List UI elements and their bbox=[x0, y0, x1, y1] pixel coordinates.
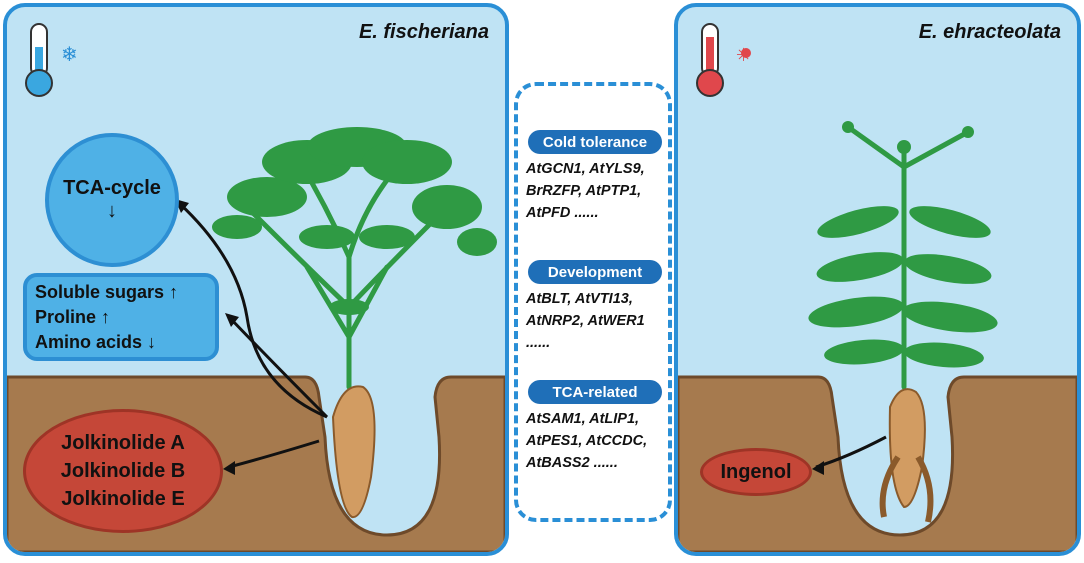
metabolite-row: Soluble sugars ↑ bbox=[35, 280, 178, 305]
metabolite-row: Amino acids ↓ bbox=[35, 330, 156, 355]
plant-canopy bbox=[212, 127, 497, 315]
gene-list-tca: AtSAM1, AtLIP1, AtPES1, AtCCDC, AtBASS2 … bbox=[526, 408, 672, 474]
gene-line: ...... bbox=[526, 335, 551, 351]
metabolite-arrow: ↑ bbox=[101, 306, 111, 327]
taproot bbox=[331, 385, 376, 519]
right-species-title: E. ehracteolata bbox=[918, 21, 1061, 43]
gene-line: AtBASS2 ...... bbox=[526, 455, 618, 471]
thermometer-cold-icon: ❄ bbox=[25, 23, 78, 97]
gene-line: AtPES1, AtCCDC, bbox=[526, 433, 648, 449]
gene-line: AtGCN1, AtYLS9, bbox=[526, 161, 645, 177]
plant-stems bbox=[845, 124, 971, 390]
metabolite-label: Soluble sugars bbox=[35, 281, 165, 302]
metabolite-arrow: ↓ bbox=[147, 331, 157, 352]
gene-list-development: AtBLT, AtVTI13, AtNRP2, AtWER1 ...... bbox=[526, 288, 672, 354]
left-panel: ❄ bbox=[3, 3, 509, 556]
root-tendrils bbox=[879, 455, 934, 523]
svg-text:✳: ✳ bbox=[736, 45, 751, 66]
right-panel: ✳ E. ehracteolata Ingenol bbox=[674, 3, 1081, 556]
tca-cycle-bubble: TCA-cycle ↓ bbox=[45, 133, 179, 267]
metabolite-label: Proline bbox=[35, 306, 97, 327]
gene-line: BrRZFP, AtPTP1, bbox=[526, 183, 642, 199]
arrows bbox=[177, 201, 329, 469]
category-development: Development bbox=[528, 260, 662, 284]
right-scene: ✳ bbox=[678, 23, 1077, 552]
ingenol-ellipse: Ingenol bbox=[700, 448, 812, 496]
compound-label: Jolkinolide B bbox=[60, 460, 186, 482]
thermometer-hot-icon: ✳ bbox=[696, 23, 751, 97]
gene-line: AtBLT, AtVTI13, bbox=[526, 291, 633, 307]
soil bbox=[678, 375, 1077, 552]
plant-leaves bbox=[808, 121, 998, 368]
tca-label: TCA-cycle bbox=[63, 177, 161, 199]
arrowhead bbox=[812, 461, 824, 475]
metabolites-box: Soluble sugars ↑ Proline ↑ Amino acids ↓ bbox=[23, 273, 219, 361]
metabolite-row: Proline ↑ bbox=[35, 305, 110, 330]
taproot bbox=[888, 388, 926, 509]
gene-line: AtPFD ...... bbox=[526, 205, 599, 221]
metabolite-arrow: ↑ bbox=[169, 281, 179, 302]
category-cold-tolerance: Cold tolerance bbox=[528, 130, 662, 154]
metabolite-label: Amino acids bbox=[35, 331, 143, 352]
compound-label: Jolkinolide A bbox=[61, 432, 185, 454]
jolkinolide-ellipse: Jolkinolide A Jolkinolide B Jolkinolide … bbox=[23, 409, 223, 533]
category-tca-related: TCA-related bbox=[528, 380, 662, 404]
gene-list-box: Cold tolerance AtGCN1, AtYLS9, BrRZFP, A… bbox=[514, 82, 672, 522]
gene-line: AtSAM1, AtLIP1, bbox=[526, 411, 640, 427]
gene-list-cold: AtGCN1, AtYLS9, BrRZFP, AtPTP1, AtPFD ..… bbox=[526, 158, 672, 224]
compound-label: Jolkinolide E bbox=[61, 488, 185, 510]
tca-arrow: ↓ bbox=[107, 200, 117, 222]
gene-line: AtNRP2, AtWER1 bbox=[526, 313, 645, 329]
svg-text:❄: ❄ bbox=[61, 42, 78, 66]
left-species-title: E. fischeriana bbox=[358, 21, 489, 43]
